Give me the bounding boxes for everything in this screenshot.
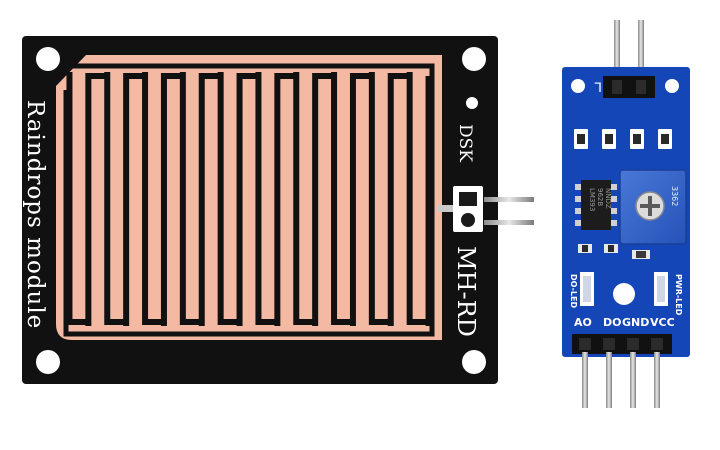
solder-pad [437,205,453,212]
mounting-hole [462,47,486,71]
top-pin-base [636,80,646,94]
smd-capacitors [578,244,650,259]
smd-resistors [574,129,672,149]
bottom-header [572,334,672,354]
mounting-hole [36,47,60,71]
mounting-hole [462,350,486,374]
chip-label-line3: NNDZ [604,188,612,209]
top-pin-base [612,80,622,94]
header-marker: ᒣ [594,81,602,96]
sensor-pin [484,197,534,202]
label-do: DO [603,316,621,329]
sensor-trace-area [56,55,442,340]
label-gnd: GND [622,316,649,329]
label-raindrops-module: Raindrops module [22,100,48,329]
top-header [603,76,655,98]
top-pin [614,20,620,82]
label-do-led: DO-LED [569,274,578,308]
label-pwr-led: PWR-LED [674,274,683,316]
pot-label: 3362 [670,186,679,206]
chip-label-line1: LM393 [588,188,596,211]
pad [459,192,477,206]
chip-label-line2: 962B [596,188,604,206]
trace-gap [66,72,432,326]
mounting-hole [571,79,585,93]
mounting-hole [665,79,679,93]
bottom-pins [579,338,663,408]
pad [461,213,475,227]
center-hole [613,283,635,305]
mounting-hole [36,350,60,374]
rain-sensor-board: Raindrops module DSK MH-RD [22,36,534,384]
potentiometer: 3362 [619,169,687,245]
sensor-traces [63,63,435,337]
small-hole [466,97,478,109]
label-mh-rd: MH-RD [452,246,480,337]
label-ao: AO [574,316,592,329]
sensor-pin [484,220,534,225]
label-dsk: DSK [455,124,475,162]
label-vcc: VCC [650,316,675,329]
trace-gap-frame [63,63,435,337]
top-pin [638,20,644,82]
control-board: ᒣ LM393 962B NNDZ [562,20,690,408]
comparator-chip: LM393 962B NNDZ [575,180,617,230]
pwr-led-indicator [654,272,668,306]
do-led-indicator [580,272,594,306]
